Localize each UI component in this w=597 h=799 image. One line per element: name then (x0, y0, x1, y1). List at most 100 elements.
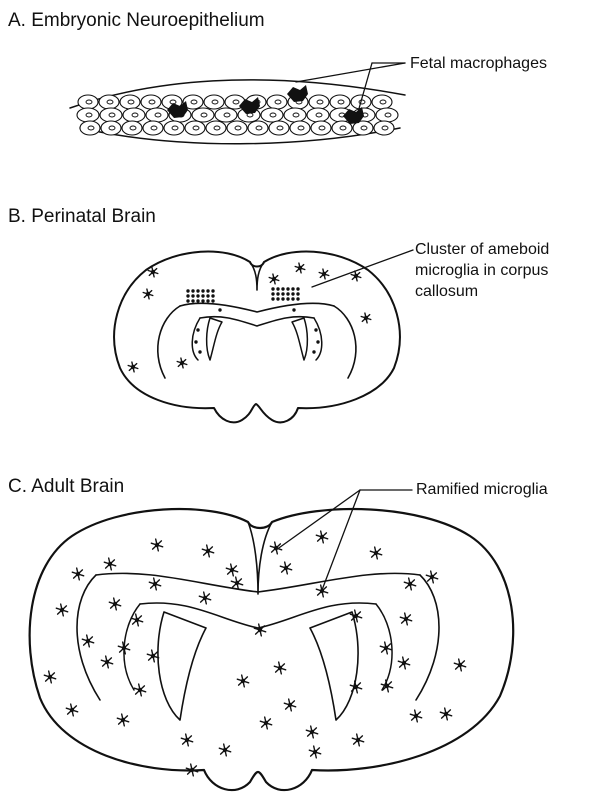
perinatal-microglia-cell (295, 263, 305, 273)
neuroepithelial-cell (311, 121, 331, 135)
ramified-microglia-cell (306, 726, 317, 738)
ameboid-microglia-dot (291, 287, 294, 290)
neuroepithelial-cell (204, 95, 224, 109)
ameboid-microglia-dot (291, 297, 294, 300)
ramified-microglia-cell (134, 684, 145, 696)
ameboid-microglia-dot (296, 297, 299, 300)
neuroepithelial-cell (248, 121, 268, 135)
neuroepithelial-cell (143, 121, 163, 135)
ameboid-microglia-dot (206, 294, 209, 297)
ramified-microglia-cell (199, 592, 210, 604)
ameboid-microglia-dot (276, 297, 279, 300)
ameboid-microglia-dot (296, 287, 299, 290)
ramified-microglia-cell (352, 734, 363, 746)
ramified-microglia-cell (44, 671, 55, 683)
ameboid-microglia-dot (286, 297, 289, 300)
ameboid-microglia-dot (314, 328, 317, 331)
ameboid-microglia-dot (286, 287, 289, 290)
ramified-microglia-cell (82, 635, 93, 647)
panel-a: A. Embryonic Neuroepithelium Fetal macro… (8, 10, 547, 144)
ameboid-microglia-dot (198, 350, 201, 353)
panel-c: C. Adult Brain Ramified microglia (8, 476, 548, 790)
ameboid-microglia-dot (271, 287, 274, 290)
neuroepithelial-cell (120, 95, 140, 109)
ameboid-microglia-dot (211, 289, 214, 292)
ramified-microglia-cell (398, 657, 409, 669)
neuroepithelial-cell (309, 95, 329, 109)
neuroepithelial-cell (164, 121, 184, 135)
ramified-microglia-cell (231, 577, 242, 589)
ameboid-microglia-dot (206, 299, 209, 302)
panel-b: B. Perinatal Brain Cluster of ameboid mi… (8, 206, 549, 422)
ameboid-microglia-dot (292, 308, 295, 311)
ramified-microglia-cell (149, 578, 160, 590)
adult-midline (248, 522, 272, 594)
neuroepithelial-cell (267, 95, 287, 109)
ameboid-microglia-dot (281, 297, 284, 300)
ramified-microglia-cell (260, 717, 271, 729)
neuroepithelial-cell (307, 108, 329, 122)
panel-b-callout-line3: callosum (415, 283, 478, 300)
ameboid-microglia-dot (186, 299, 189, 302)
ramified-microglia-cell (147, 650, 158, 662)
neuroepithelial-cell (290, 121, 310, 135)
ameboid-microglia-dot (211, 294, 214, 297)
ramified-microglia (44, 531, 465, 776)
ameboid-microglia-dot (281, 292, 284, 295)
ameboid-microglia-dot (291, 292, 294, 295)
ramified-microglia-cell (426, 571, 437, 583)
ramified-microglia-cell (284, 699, 295, 711)
ramified-microglia-cell (316, 531, 327, 543)
ameboid-microglia-dot (186, 289, 189, 292)
panel-b-title: B. Perinatal Brain (8, 206, 156, 227)
ameboid-microglia-dot (191, 299, 194, 302)
ramified-microglia-cell (66, 704, 77, 716)
ramified-microglia-cell (109, 598, 120, 610)
ramified-microglia-cell (117, 714, 128, 726)
perinatal-ventricles (207, 318, 308, 360)
neuroepithelial-cell (192, 108, 214, 122)
ramified-microglia-cell (237, 675, 248, 687)
ameboid-microglia-dot (286, 292, 289, 295)
neuroepithelial-cell (374, 121, 394, 135)
ameboid-microglia-dot (206, 289, 209, 292)
ramified-microglia-cell (101, 656, 112, 668)
adult-brain-outline (30, 509, 514, 790)
ameboid-microglia-dot (201, 294, 204, 297)
neuroepithelial-cell (101, 121, 121, 135)
neuroepithelial-cell (77, 108, 99, 122)
perinatal-microglia-cell (361, 313, 371, 323)
perinatal-microglia-cell (143, 289, 153, 299)
panel-a-title: A. Embryonic Neuroepithelium (8, 10, 265, 31)
ameboid-microglia-dot (211, 299, 214, 302)
ramified-microglia-cell (370, 547, 381, 559)
neuroepithelial-cell (206, 121, 226, 135)
ameboid-microglia-dot (276, 292, 279, 295)
neuroepithelial-cell (78, 95, 98, 109)
ameboid-microglia-dot (271, 292, 274, 295)
neuroepithelial-cell (123, 108, 145, 122)
panel-b-callout-leader (312, 250, 413, 287)
neuroepithelial-cell (146, 108, 168, 122)
ameboid-microglia-dot (196, 294, 199, 297)
ramified-microglia-cell (104, 558, 115, 570)
panel-b-callout-line2: microglia in corpus (415, 262, 548, 279)
ramified-microglia-cell (56, 604, 67, 616)
ramified-microglia-cell (316, 585, 327, 597)
perinatal-corpus-callosum (158, 303, 356, 378)
ramified-microglia-cell (181, 734, 192, 746)
ameboid-microglia-dot (271, 297, 274, 300)
ameboid-microglia-dot (191, 294, 194, 297)
panel-c-callout-leaders (276, 490, 412, 590)
neuroepithelial-cell (80, 121, 100, 135)
neuroepithelial-cell (376, 108, 398, 122)
panel-c-title: C. Adult Brain (8, 476, 124, 497)
neuroepithelial-cell (269, 121, 289, 135)
neuroepithelial-cell (141, 95, 161, 109)
neuroepithelial-cell (330, 95, 350, 109)
ameboid-microglia-dot (194, 340, 197, 343)
ameboid-microglia-dot (312, 350, 315, 353)
ramified-microglia-cell (226, 564, 237, 576)
perinatal-microglia-cell (319, 269, 329, 279)
ameboid-microglia-dot (218, 308, 221, 311)
